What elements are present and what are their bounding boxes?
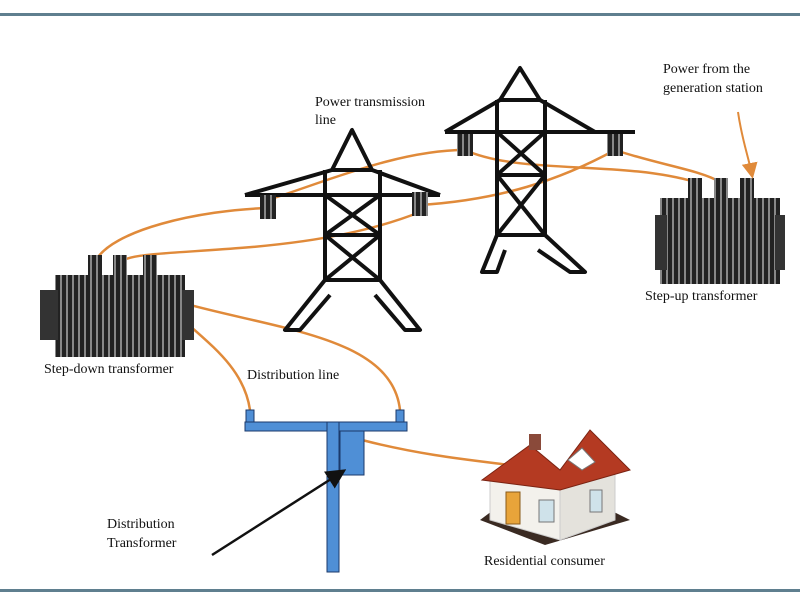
generation-arrow (737, 111, 758, 179)
insulator-icons (260, 132, 623, 219)
step-down-transformer (40, 255, 194, 357)
distribution-transformer-box (339, 430, 365, 476)
transmission-tower-right (443, 66, 635, 274)
label-distribution-transformer-2: Transformer (107, 536, 177, 551)
distribution-pole (244, 409, 408, 573)
label-transmission-line-2: line (315, 113, 336, 128)
label-distribution-transformer-1: Distribution (107, 517, 175, 532)
label-generation-2: generation station (663, 81, 763, 96)
label-transmission-line-1: Power transmission (315, 95, 425, 110)
residential-house (480, 429, 631, 545)
bottom-frame-line (0, 589, 800, 592)
distribution-transformer-arrow (211, 469, 347, 557)
label-step-up: Step-up transformer (645, 289, 758, 304)
step-up-transformer (655, 178, 785, 284)
top-frame-line (0, 13, 800, 16)
label-generation-1: Power from the (663, 62, 750, 77)
label-residential: Residential consumer (484, 554, 605, 569)
label-distribution-line: Distribution line (247, 368, 339, 383)
label-step-down: Step-down transformer (44, 362, 174, 377)
transmission-tower-left (244, 128, 441, 332)
